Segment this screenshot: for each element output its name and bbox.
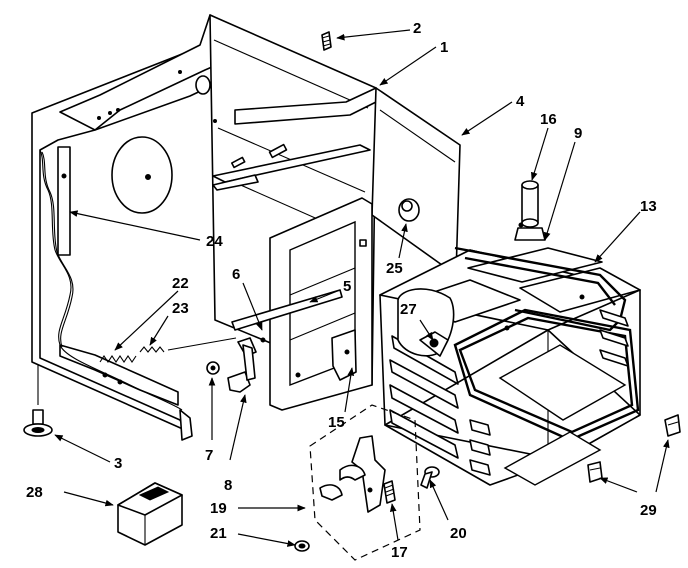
- callout-1: 1: [440, 39, 448, 56]
- nut-part-7: [206, 361, 220, 375]
- callout-29: 29: [640, 502, 657, 519]
- callout-9: 9: [574, 125, 582, 142]
- leveling-leg-part-3: [23, 409, 53, 437]
- callout-5: 5: [343, 278, 351, 295]
- callout-21: 21: [210, 525, 227, 542]
- callout-23: 23: [172, 300, 189, 317]
- sensor-part-16: [514, 180, 546, 241]
- callout-7: 7: [205, 447, 213, 464]
- callout-4: 4: [516, 93, 525, 110]
- callout-15: 15: [328, 414, 345, 431]
- callout-labels: 2 1 4 16 9 13 24 25 6 5 22 23 27 15 3 7 …: [26, 20, 657, 561]
- callout-16: 16: [540, 111, 557, 128]
- hinge-bracket-part-15: [331, 329, 357, 381]
- leader-lines: [54, 29, 670, 547]
- callout-27: 27: [400, 301, 417, 318]
- callout-6: 6: [232, 266, 240, 283]
- callout-19: 19: [210, 500, 227, 517]
- plug-part-25: [398, 198, 420, 222]
- clip-part-21: [294, 540, 310, 552]
- callout-3: 3: [114, 455, 122, 472]
- spring-part-22: [99, 355, 137, 363]
- oven-cavity-part-9: [379, 222, 641, 486]
- screw-part-20: [420, 466, 440, 489]
- clip-part-29: [587, 414, 681, 483]
- callout-13: 13: [640, 198, 657, 215]
- screw-part-2: [321, 31, 332, 51]
- bracket-part-8: [227, 344, 256, 393]
- callout-8: 8: [224, 477, 232, 494]
- callout-28: 28: [26, 484, 43, 501]
- callout-20: 20: [450, 525, 467, 542]
- callout-24: 24: [206, 233, 223, 250]
- callout-2: 2: [413, 20, 421, 37]
- callout-25: 25: [386, 260, 403, 277]
- door-lock-part-19: [309, 404, 421, 561]
- callout-17: 17: [391, 544, 408, 561]
- screw-part-17: [383, 480, 396, 504]
- spring-part-23: [139, 337, 237, 353]
- callout-22: 22: [172, 275, 189, 292]
- box-part-28: [117, 482, 183, 546]
